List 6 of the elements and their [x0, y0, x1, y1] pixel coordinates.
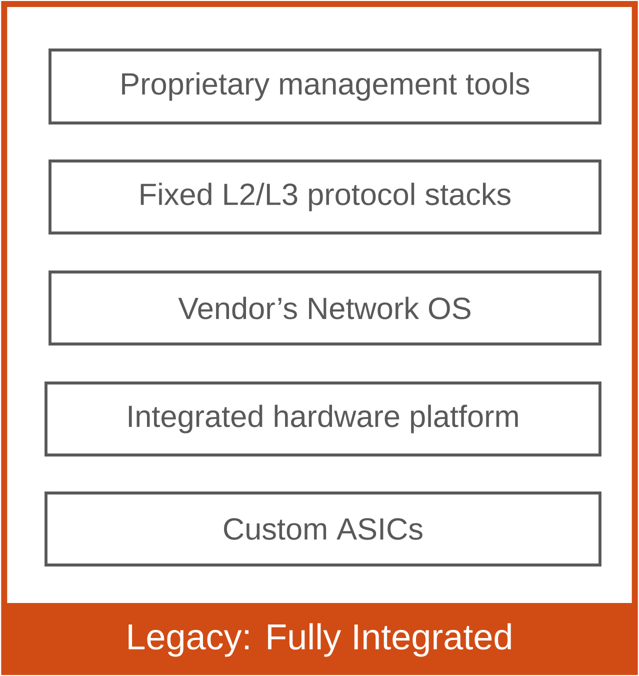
layer-box: Integrated hardware platform	[44, 382, 602, 456]
band-title: Legacy: Fully Integrated	[128, 623, 511, 657]
layer-box: Custom ASICs	[44, 492, 602, 566]
layer-box: Proprietary management tools	[48, 48, 602, 124]
layer-box: Vendor’s Network OS	[48, 270, 602, 346]
layer-box: Fixed L2/L3 protocol stacks	[48, 160, 602, 234]
